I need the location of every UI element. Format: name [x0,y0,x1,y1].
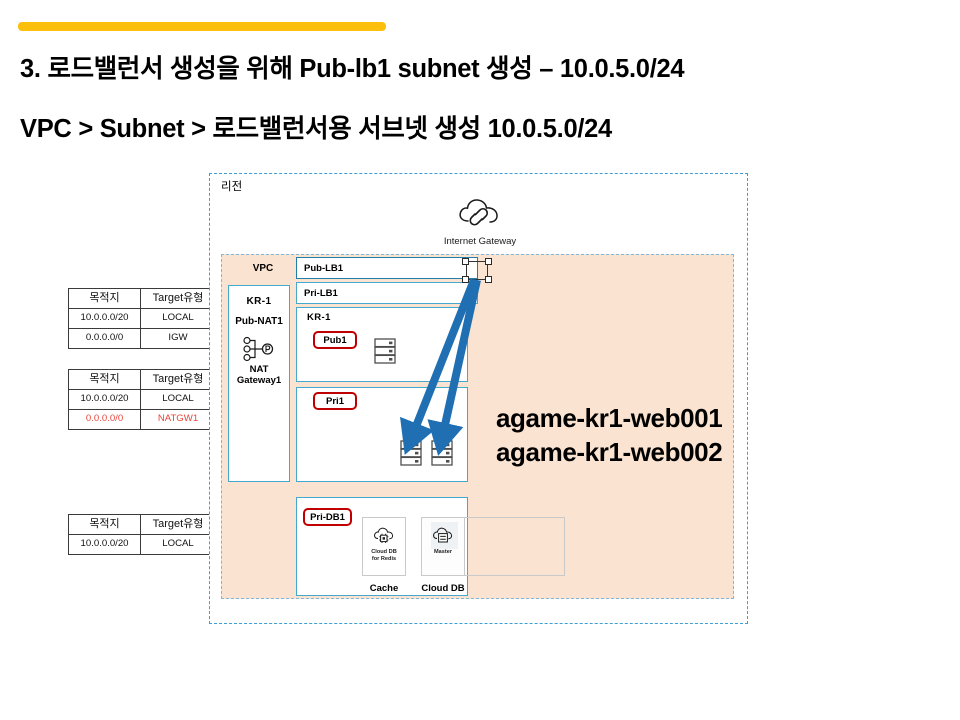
page-title-line-1: 3. 로드밸런서 생성을 위해 Pub-lb1 subnet 생성 – 10.0… [20,55,685,83]
cloud-db-master-icon [433,527,453,543]
clouddb-tile-sublabel: Master [433,549,453,555]
clouddb-caption: Cloud DB [421,583,465,594]
cache-tile-sublabel-line-1: Cloud DB [371,549,397,555]
vm-name-web001: agame-kr1-web001 [496,403,723,433]
table-row: 0.0.0.0/0 IGW [68,328,216,349]
resize-handle-bottom-left[interactable] [462,276,469,283]
resize-handle-top-left[interactable] [462,258,469,265]
table-row: 목적지 Target유형 [68,514,216,535]
vpc-label: VPC [252,263,274,274]
cell-target-highlight: NATGW1 [140,409,216,430]
cell-destination: 10.0.0.0/20 [68,389,141,410]
table-row: 목적지 Target유형 [68,369,216,390]
column-header-destination: 목적지 [68,369,141,390]
cloud-db-redis-icon [374,527,394,543]
route-table-nat: 목적지 Target유형 10.0.0.0/20 LOCAL 0.0.0.0/0… [68,369,216,430]
resize-handle-top-right[interactable] [485,258,492,265]
server-rack-icon [400,440,422,466]
column-header-target: Target유형 [140,369,216,390]
page-title-line-2: VPC > Subnet > 로드밸런서용 서브넷 생성 10.0.5.0/24 [20,115,612,143]
column-header-destination: 목적지 [68,514,141,535]
nat-gateway-name-line-1: NAT [249,364,269,375]
cell-target: IGW [140,328,216,349]
column-header-destination: 목적지 [68,288,141,309]
selection-handles[interactable] [462,258,492,283]
cache-caption: Cache [369,583,399,594]
nat-subnet-label: Pub-NAT1 [235,316,283,327]
cell-destination-highlight: 0.0.0.0/0 [68,409,141,430]
server-rack-icon [374,338,396,364]
column-header-target: Target유형 [140,514,216,535]
subnet-pub-lb1[interactable] [296,257,478,279]
tag-pri-db1: Pri-DB1 [303,508,352,526]
subnet-pub-lb1-label: Pub-LB1 [304,263,344,274]
cache-tile[interactable]: Cloud DB for Redis [362,517,406,576]
cell-target: LOCAL [140,389,216,410]
cell-target: LOCAL [140,308,216,329]
cell-destination: 0.0.0.0/0 [68,328,141,349]
tag-pub1: Pub1 [313,331,357,349]
table-row: 10.0.0.0/20 LOCAL [68,308,216,329]
vm-name-labels: agame-kr1-web001 agame-kr1-web002 [496,401,723,470]
cache-tile-sublabel: Cloud DB for Redis [364,549,404,563]
column-header-target: Target유형 [140,288,216,309]
internet-gateway-label: Internet Gateway [443,236,517,247]
cell-destination: 10.0.0.0/20 [68,534,141,555]
vm-name-web002: agame-kr1-web002 [496,437,723,468]
table-row: 10.0.0.0/20 LOCAL [68,389,216,410]
internet-gateway-icon [459,199,498,226]
cache-tile-sublabel-line-2: for Redis [371,555,397,562]
table-row: 10.0.0.0/20 LOCAL [68,534,216,555]
subnet-kr1-label: KR-1 [307,312,331,323]
route-table-public: 목적지 Target유형 10.0.0.0/20 LOCAL 0.0.0.0/0… [68,288,216,349]
route-table-private-db: 목적지 Target유형 10.0.0.0/20 LOCAL [68,514,216,555]
cell-target: LOCAL [140,534,216,555]
subnet-pri-lb1-label: Pri-LB1 [304,288,338,299]
nat-gateway-name: NAT Gateway1 [224,364,294,387]
nat-subnet-container [228,285,290,482]
nat-zone-label: KR-1 [246,296,272,307]
nat-gateway-icon [243,336,274,362]
table-row: 목적지 Target유형 [68,288,216,309]
tag-pri1: Pri1 [313,392,357,410]
nat-gateway-name-line-2: Gateway1 [236,374,282,386]
accent-bar [18,22,386,31]
table-row: 0.0.0.0/0 NATGW1 [68,409,216,430]
clouddb-tile[interactable]: Master [421,517,465,576]
server-rack-icon [431,440,453,466]
cell-destination: 10.0.0.0/20 [68,308,141,329]
resize-handle-bottom-right[interactable] [485,276,492,283]
region-label: 리전 [221,181,243,193]
